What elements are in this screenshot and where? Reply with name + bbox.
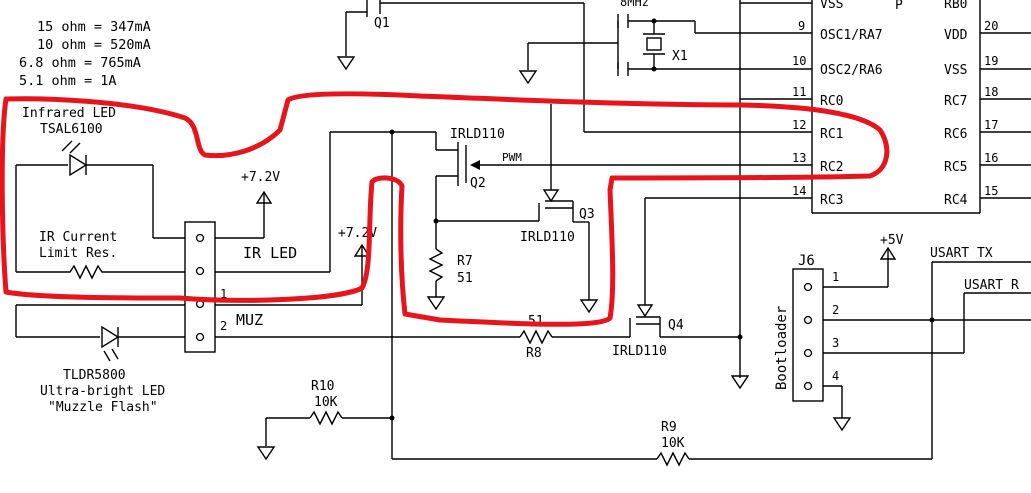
muzzle-led-section: TLDR5800 Ultra-bright LED "Muzzle Flash" [15,304,185,415]
r9-value: 10K [661,436,685,451]
q2-part-label: IRLD110 [450,127,505,142]
r9-resistor: R9 10K [392,262,933,467]
ir-res-label-2: Limit Res. [39,246,117,261]
ir-led-part: TSAL6100 [40,122,103,137]
mcu-right-pin-19: 19 VSS [944,54,998,78]
ir-led-section: Infrared LED TSAL6100 IR Current Limit R… [15,106,330,280]
conn-pin2-label: 2 [220,319,227,333]
ir-led-title: Infrared LED [22,106,116,121]
q4-transistor: Q4 IRLD110 [612,198,743,359]
q2-label: Q2 [470,176,486,191]
table-row-2: 10 ohm = 520mA [37,37,151,53]
q4-label: Q4 [668,318,684,333]
svg-text:16: 16 [984,151,998,165]
usart-rx-label: USART R [964,278,1019,293]
mcu-left-pin-13: 13 RC2 [792,151,843,175]
mcu-left-pin-14: 14 RC3 [792,184,843,208]
resistor-current-table: 15 ohm = 347mA 10 ohm = 520mA 6.8 ohm = … [19,19,151,89]
r8-resistor: 51 R8 [215,314,630,361]
q3-label: Q3 [579,207,595,222]
svg-text:17: 17 [984,118,998,132]
q2-transistor: IRLD110 Q2 PWM [329,127,539,272]
svg-text:20: 20 [984,19,998,33]
svg-text:VSS: VSS [944,63,967,78]
svg-text:RC3: RC3 [820,193,843,208]
svg-text:VDD: VDD [944,28,968,43]
conn-pin1-label: 1 [220,287,227,301]
svg-text:10: 10 [792,54,806,68]
j6-pin1: 1 [832,270,839,284]
svg-text:19: 19 [984,54,998,68]
table-row-3: 6.8 ohm = 765mA [19,55,141,71]
supply-7v2-a: +7.2V [207,170,280,239]
q4-part-label: IRLD110 [612,344,667,359]
q1-label: Q1 [374,16,390,31]
bootloader-connector: J6 Bootloader 1 2 3 4 +5V USART TX USART… [774,233,1031,432]
ir-res-label-1: IR Current [39,230,117,245]
j6-pin3: 3 [832,336,839,350]
q3-transistor: Q3 IRLD110 [520,104,599,314]
mcu-corner-label: P [895,0,903,13]
svg-text:11: 11 [792,85,806,99]
q3-part-label: IRLD110 [520,230,575,245]
r10-label: R10 [311,379,334,394]
mcu-left-pin-9: 9 OSC1/RA7 [798,19,883,43]
j6-pin4: 4 [832,369,839,383]
conn-muz-label: MUZ [236,311,263,329]
j6-label: Bootloader [774,306,790,390]
supply-5v-label: +5V [880,233,904,248]
red-highlight-outline [0,91,890,327]
svg-text:OSC2/RA6: OSC2/RA6 [820,63,883,78]
conn-ir-label: IR LED [243,244,297,262]
svg-text:18: 18 [984,85,998,99]
mcu-right-pin-17: 17 RC6 [944,118,998,142]
muzzle-led-part: TLDR5800 [63,368,126,383]
muzzle-led-desc: Ultra-bright LED [40,384,165,399]
mcu-right-pin-15: 15 RC4 [944,184,998,208]
mcu-right-pin-20: 20 VDD [944,19,998,43]
r7-label: R7 [457,254,473,269]
svg-text:RC1: RC1 [820,127,843,142]
r10-resistor: R10 10K [256,379,392,461]
mcu-left-pin-10: 10 OSC2/RA6 [792,54,883,78]
mcu-vss-top: VSS [820,0,843,12]
r7-value: 51 [457,271,473,286]
supply-label-a: +7.2V [241,170,280,185]
r8-label: R8 [526,346,542,361]
svg-text:15: 15 [984,184,998,198]
mcu-left-pin-12: 12 RC1 [792,118,843,142]
j6-title: J6 [798,253,815,269]
svg-text:13: 13 [792,151,806,165]
svg-text:12: 12 [792,118,806,132]
q1-transistor: Q1 [336,0,812,133]
j6-pin2: 2 [832,303,839,317]
mcu-right-pin-18: 18 RC7 [944,85,998,109]
crystal-circuit: 8MHz X1 [518,0,812,85]
svg-text:9: 9 [798,19,805,33]
mcu-right-pin-16: 16 RC5 [944,151,998,175]
usart-tx-label: USART TX [930,246,993,261]
pwm-label: PWM [502,151,522,164]
muzzle-led-name: "Muzzle Flash" [48,400,158,415]
svg-text:14: 14 [792,184,806,198]
svg-text:RC5: RC5 [944,160,967,175]
svg-text:RC6: RC6 [944,127,967,142]
svg-text:RC0: RC0 [820,94,843,109]
svg-text:RC7: RC7 [944,94,967,109]
table-row-4: 5.1 ohm = 1A [19,73,117,89]
r9-label: R9 [661,420,677,435]
svg-text:RC4: RC4 [944,193,968,208]
r7-resistor: R7 51 [426,248,473,311]
crystal-freq-label: 8MHz [620,0,649,9]
crystal-label: X1 [672,49,688,64]
mcu-rb0: RB0 [944,0,967,12]
table-row-1: 15 ohm = 347mA [37,19,151,35]
svg-text:RC2: RC2 [820,160,843,175]
mcu-left-pin-11: 11 RC0 [792,85,843,109]
r10-value: 10K [314,395,338,410]
svg-text:OSC1/RA7: OSC1/RA7 [820,28,883,43]
muz-connector: IR LED MUZ 1 2 [184,221,297,353]
